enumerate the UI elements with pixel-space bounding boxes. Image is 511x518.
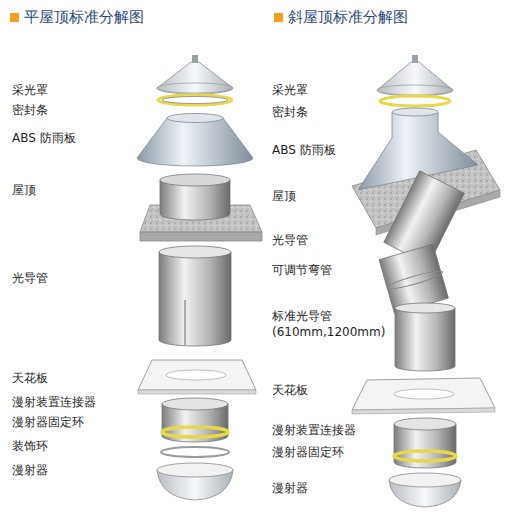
part-label: 屋顶: [272, 188, 296, 204]
part-label: 标准光导管 (610mm,1200mm): [272, 308, 372, 340]
flat-roof-parts: [137, 55, 262, 500]
part-label: 装饰环: [12, 438, 48, 454]
part-label: 采光罩: [272, 82, 308, 98]
part-label: 密封条: [12, 102, 48, 118]
part-label: 漫射器固定环: [272, 444, 344, 460]
part-label: 漫射器固定环: [12, 414, 84, 430]
part-label: 可调节弯管: [272, 262, 332, 278]
part-label: 天花板: [272, 382, 308, 398]
part-label: 漫射器: [12, 462, 48, 478]
part-label: 光导管: [272, 232, 308, 248]
diagram-title: 斜屋顶标准分解图: [288, 8, 408, 27]
part-label: 密封条: [272, 104, 308, 120]
part-label: ABS 防雨板: [272, 142, 336, 158]
part-label: 屋顶: [12, 182, 36, 198]
part-label: 漫射装置连接器: [272, 422, 356, 438]
part-label: 光导管: [12, 270, 48, 286]
part-label: ABS 防雨板: [12, 130, 76, 146]
part-label: 天花板: [12, 370, 48, 386]
pitched-roof-parts: [352, 55, 500, 507]
part-label: 漫射装置连接器: [12, 394, 96, 410]
part-label: 漫射器: [272, 480, 308, 496]
title-bullet: [274, 13, 283, 22]
diagram-title: 平屋顶标准分解图: [24, 8, 144, 27]
part-label: 采光罩: [12, 82, 48, 98]
title-bullet: [10, 13, 19, 22]
